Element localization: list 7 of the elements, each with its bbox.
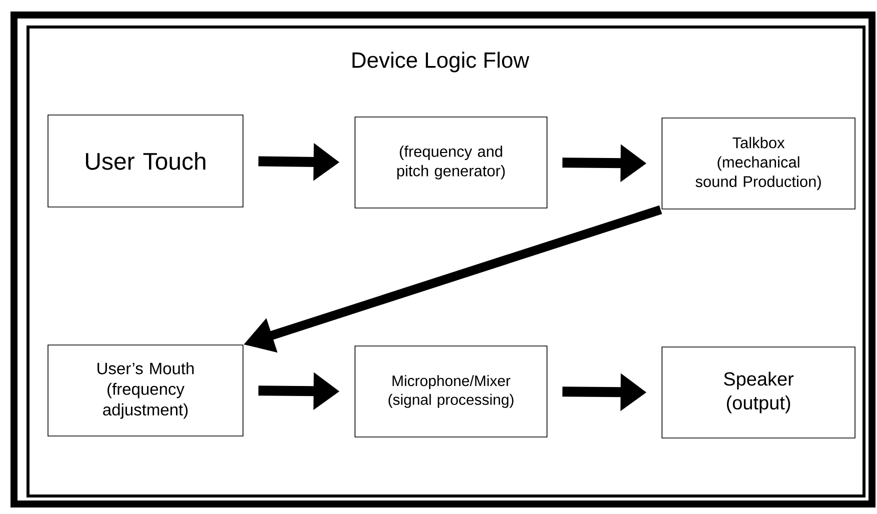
process-box: Microphone/Mixer (signal processing) xyxy=(354,346,548,438)
process-box: User’s Mouth (frequency adjustment) xyxy=(48,344,244,436)
process-box: Talkbox (mechanical sound Production) xyxy=(662,118,856,210)
process-box: Speaker (output) xyxy=(662,346,856,438)
title: Device Logic Flow xyxy=(352,52,530,72)
process-box: (frequency and pitch generator) xyxy=(354,116,548,208)
process-box: User Touch xyxy=(48,114,244,208)
